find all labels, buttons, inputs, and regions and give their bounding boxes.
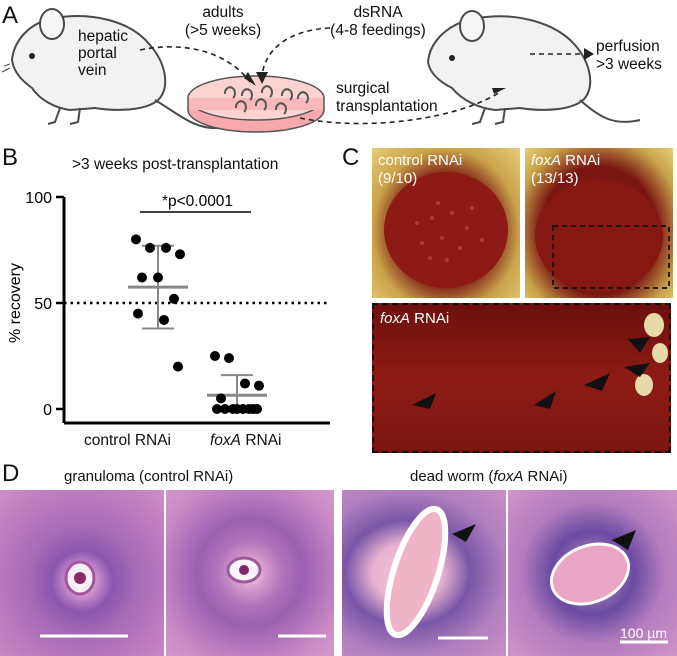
dsrna-label-line1: dsRNA — [353, 4, 403, 21]
point-foxa-2 — [240, 378, 250, 389]
point-control-1 — [145, 242, 155, 253]
mouse-left-label: hepatic portal vein — [78, 28, 128, 79]
panel-d-letter: D — [2, 460, 20, 487]
photo-control-line2: (9/10) — [378, 170, 418, 187]
point-control-4 — [137, 272, 147, 283]
surgical-label: surgical transplantation — [336, 80, 438, 116]
liver-photo-foxa — [525, 148, 673, 298]
photo-control-label: control RNAi (9/10) — [378, 152, 462, 188]
point-foxa-12 — [228, 404, 238, 414]
panel-b-letter: B — [2, 144, 19, 171]
arrow-dsrna — [261, 27, 331, 77]
panel-d-right-title: dead worm (foxA RNAi) — [410, 468, 568, 485]
photo-foxa-label: foxA RNAi (13/13) — [531, 152, 600, 188]
scalebar-left — [40, 634, 128, 638]
adults-label: adults (>5 weeks) — [178, 4, 268, 40]
point-foxa-1 — [224, 353, 234, 364]
recovery-scatter-chart: 0 50 100 % recovery *p<0.0001 — [7, 190, 330, 425]
y-tick-label-50: 50 — [34, 296, 52, 313]
point-control-0 — [131, 234, 141, 245]
arrow-transplant — [299, 91, 501, 125]
category-label-foxa: foxA RNAi — [210, 432, 282, 450]
right-mouse-icon — [426, 10, 641, 125]
photo-foxa-count: (13/13) — [531, 170, 579, 187]
point-control-3 — [175, 249, 185, 260]
point-control-8 — [159, 314, 169, 325]
histology-deadworm-1 — [342, 490, 506, 656]
vein-label: vein — [78, 62, 107, 79]
perfusion-label-line2: >3 weeks — [596, 56, 662, 73]
dsrna-label: dsRNA (4-8 feedings) — [318, 4, 438, 40]
hepatic-label: hepatic — [78, 28, 128, 45]
photo-zoom-rest: RNAi — [410, 310, 450, 327]
portal-label: portal — [78, 45, 117, 62]
photo-foxa-line1: foxA RNAi — [531, 152, 600, 170]
y-axis-label: % recovery — [7, 263, 24, 343]
point-foxa-10 — [220, 404, 230, 414]
point-control-2 — [161, 242, 171, 253]
histology-granuloma-2 — [166, 490, 334, 656]
point-foxa-7 — [212, 404, 222, 414]
right-title-pre: dead worm ( — [410, 468, 494, 485]
point-control-5 — [153, 272, 163, 283]
photo-foxa-rest: RNAi — [561, 152, 601, 169]
histology-granuloma-1 — [0, 490, 164, 656]
point-control-9 — [173, 361, 183, 372]
category-foxa-italic: foxA — [210, 432, 242, 449]
liver-photo-control — [372, 148, 520, 298]
histology-deadworm-2 — [508, 490, 677, 656]
point-control-7 — [133, 308, 143, 319]
point-foxa-9 — [252, 404, 262, 414]
category-foxa-rest: RNAi — [241, 432, 282, 449]
panel-c-letter: C — [342, 144, 360, 171]
surgical-label-line1: surgical — [336, 80, 390, 97]
category-label-control: control RNAi — [84, 432, 171, 449]
perfusion-label-line1: perfusion — [596, 38, 660, 55]
petri-dish-icon — [187, 75, 325, 133]
significance-label: *p<0.0001 — [162, 193, 233, 210]
panel-a-schematic — [1, 8, 641, 133]
photo-foxa-italic: foxA — [531, 152, 562, 169]
point-foxa-0 — [210, 351, 220, 361]
y-tick-label-0: 0 — [43, 402, 52, 419]
panel-b-title: >3 weeks post-transplantation — [72, 156, 279, 173]
photo-control-line1: control RNAi — [378, 152, 463, 169]
perfusion-label: perfusion >3 weeks — [596, 38, 662, 74]
right-title-italic: foxA — [493, 468, 524, 485]
photo-zoom-label: foxA RNAi — [380, 310, 449, 328]
point-foxa-3 — [254, 380, 264, 391]
panel-a-letter: A — [2, 2, 19, 29]
right-title-post: RNAi) — [523, 468, 568, 485]
y-tick-label-100: 100 — [25, 190, 52, 207]
dsrna-label-line2: (4-8 feedings) — [330, 22, 426, 39]
panel-d-left-title: granuloma (control RNAi) — [64, 468, 234, 485]
point-control-6 — [169, 293, 179, 304]
surgical-label-line2: transplantation — [336, 98, 438, 115]
liver-photo-zoom — [372, 303, 671, 453]
photo-zoom-italic: foxA — [380, 310, 411, 327]
point-foxa-4 — [216, 393, 226, 404]
point-foxa-11 — [244, 404, 254, 414]
scalebar-label: 100 µm — [620, 625, 667, 641]
adults-label-line1: adults — [202, 4, 244, 21]
arrow-adults — [139, 46, 251, 83]
adults-label-line2: (>5 weeks) — [184, 22, 262, 39]
left-mouse-icon — [10, 8, 221, 130]
